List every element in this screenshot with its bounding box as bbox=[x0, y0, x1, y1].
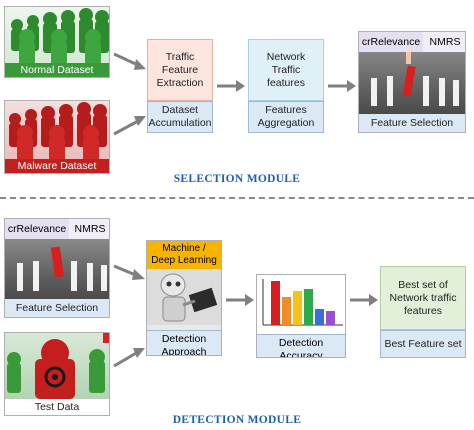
android-robots-green-icon bbox=[11, 8, 109, 65]
detection-accuracy-label: Detection Accuracy bbox=[257, 334, 345, 357]
test-data-image: Test Data bbox=[4, 332, 110, 416]
test-data-caption: Test Data bbox=[5, 399, 109, 415]
malware-dataset-image: Malware Dataset bbox=[4, 100, 110, 174]
traffic-feature-extraction-label: Traffic Feature Extraction bbox=[156, 50, 204, 89]
detection-input-arrows bbox=[113, 264, 145, 368]
features-aggregation-box: Features Aggregation bbox=[248, 101, 324, 133]
network-traffic-features-box: Network Traffic features bbox=[248, 39, 324, 101]
selection-module-title: SELECTION MODULE bbox=[173, 173, 301, 185]
feature-selection-top-caption: Feature Selection bbox=[359, 114, 465, 132]
traffic-feature-extraction-box: Traffic Feature Extraction bbox=[147, 39, 213, 101]
arrow-to-best-set bbox=[350, 294, 378, 306]
nmrs-tag-bottom: NMRS bbox=[69, 219, 109, 239]
feature-selection-top-block: crRelevance NMRS Feature Selection bbox=[358, 31, 466, 133]
normal-dataset-image: Normal Dataset bbox=[4, 6, 110, 78]
network-traffic-features-label: Network Traffic features bbox=[266, 50, 306, 89]
module-separator bbox=[0, 197, 474, 199]
malware-dataset-caption: Malware Dataset bbox=[5, 159, 109, 173]
android-robots-red-icon bbox=[9, 102, 107, 161]
detection-approach-label: Detection Approach bbox=[147, 330, 221, 355]
feature-selection-bottom-caption: Feature Selection bbox=[5, 299, 109, 317]
arrow-to-network-box bbox=[217, 80, 245, 92]
dataset-accumulation-box: Dataset Accumulation bbox=[147, 101, 213, 133]
best-feature-set-box: Best Feature set bbox=[380, 330, 466, 358]
machine-learning-label: Machine / Deep Learning bbox=[147, 241, 221, 269]
normal-dataset-caption: Normal Dataset bbox=[5, 63, 109, 77]
arrow-to-accuracy bbox=[226, 294, 254, 306]
crrelevance-tag-bottom: crRelevance bbox=[5, 219, 69, 239]
features-aggregation-label: Features Aggregation bbox=[257, 104, 315, 129]
detection-accuracy-block: Detection Accuracy bbox=[256, 274, 346, 358]
feature-selection-bottom-block: crRelevance NMRS Feature Selection bbox=[4, 218, 110, 318]
domino-pieces-icon bbox=[371, 52, 459, 106]
dataset-arrows bbox=[113, 52, 146, 136]
best-set-network-features-label: Best set of Network traffic features bbox=[389, 278, 457, 317]
machine-learning-block: Machine / Deep Learning Detection Approa… bbox=[146, 240, 222, 356]
robot-with-book-icon bbox=[147, 269, 221, 325]
domino-pieces-bottom-icon bbox=[17, 246, 107, 291]
accuracy-bar-chart-icon bbox=[262, 279, 343, 326]
android-robots-biohazard-icon bbox=[7, 333, 109, 399]
detection-module-title: DETECTION MODULE bbox=[172, 414, 302, 426]
crrelevance-tag-top: crRelevance bbox=[359, 32, 423, 52]
best-feature-set-label: Best Feature set bbox=[384, 337, 462, 350]
nmrs-tag-top: NMRS bbox=[423, 32, 465, 52]
dataset-accumulation-label: Dataset Accumulation bbox=[148, 104, 212, 129]
best-set-network-features-box: Best set of Network traffic features bbox=[380, 266, 466, 330]
arrow-to-feature-selection bbox=[328, 80, 356, 92]
